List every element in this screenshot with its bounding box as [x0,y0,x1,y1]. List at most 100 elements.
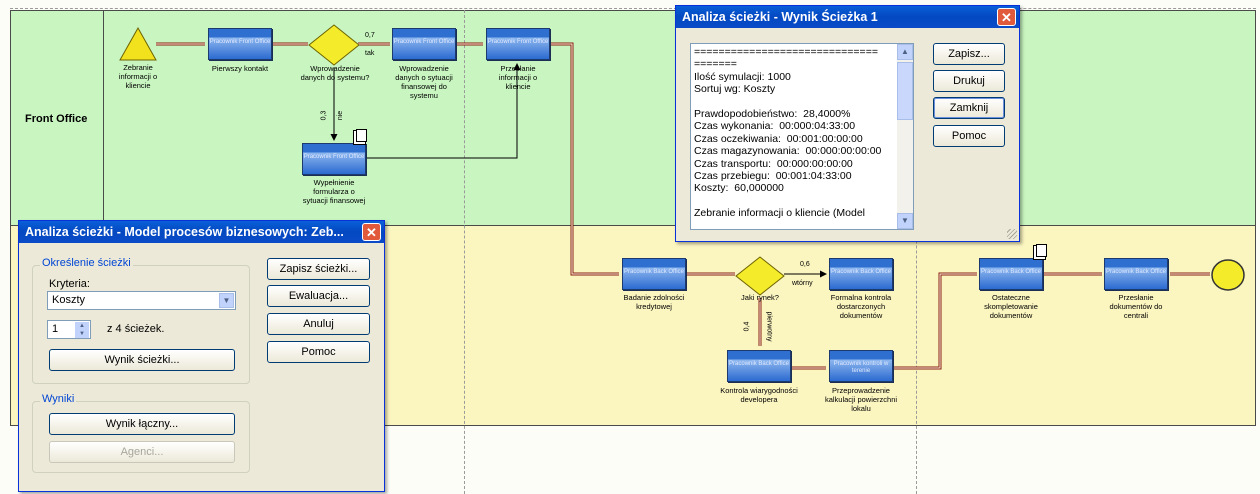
task-box[interactable]: Pracownik Back Office [829,258,893,290]
path-window-title: Analiza ścieżki - Model procesów bizneso… [25,225,344,239]
task-caption: Wprowadzenie danych o sytuacji finansowe… [395,64,453,100]
scroll-thumb[interactable] [897,62,913,120]
criteria-select[interactable]: Koszty ▼ [47,291,236,310]
path-result-button[interactable]: Wynik ścieżki... [49,349,235,371]
flow-prob-label: 0,6 [800,261,810,268]
path-result-window[interactable]: Analiza ścieżki - Wynik Ścieżka 1 ✕ ====… [675,5,1020,242]
result-line: Sortuj wg: Koszty [694,83,776,96]
gateway-diamond[interactable] [308,24,360,66]
result-window-title: Analiza ścieżki - Wynik Ścieżka 1 [682,10,878,24]
close-icon: ✕ [1001,10,1012,25]
scroll-down-button[interactable]: ▼ [897,213,913,229]
result-line: Czas oczekiwania: 00:001:00:00:00 [694,132,863,145]
gateway-diamond[interactable] [735,256,785,296]
spinner-value: 1 [52,323,59,335]
close-dialog-button[interactable]: Zamknij [933,97,1005,119]
criteria-label: Kryteria: [49,278,90,290]
flow-simple [366,63,521,159]
help-button[interactable]: Pomoc [933,125,1005,147]
path-analysis-window[interactable]: Analiza ścieżki - Model procesów bizneso… [18,220,385,492]
task-box[interactable]: Pracownik Front Office [302,143,366,175]
evaluation-button[interactable]: Ewaluacja... [267,285,370,307]
flow-double [893,272,977,370]
result-line: ======= [694,58,737,71]
task-box[interactable]: Pracownik Front Office [486,28,550,60]
result-text: =====================================Ilo… [694,46,894,220]
page-guide [10,8,1256,9]
result-line [694,195,894,207]
result-line: Prawdopodobieństwo: 28,4000% [694,108,851,121]
print-button[interactable]: Drukuj [933,70,1005,92]
task-box[interactable]: Pracownik kontroli w terenie [829,350,893,382]
scroll-up-button[interactable]: ▲ [897,44,913,60]
task-caption: Przesłanie informacji o kliencie [498,64,538,91]
result-line: Koszty: 60,000000 [694,182,784,195]
flow-condition-label: tak [365,50,375,57]
task-caption: Formalna kontrola dostarczonych dokument… [830,293,892,320]
save-paths-button[interactable]: Zapisz ścieżki... [267,258,370,280]
close-button[interactable]: ✕ [997,8,1016,26]
close-button[interactable]: ✕ [362,223,381,241]
gateway-caption: Jaki rynek? [741,293,779,302]
resize-grip[interactable] [1007,229,1017,239]
spinner-down-icon[interactable]: ▼ [75,330,89,338]
spinner-suffix-label: z 4 ścieżek. [107,323,165,335]
criteria-select-value: Koszty [52,294,86,306]
path-number-spinner[interactable]: 1 ▲ ▼ [47,320,91,339]
page-guide [464,10,465,494]
flow-condition-label: nie [337,110,345,121]
task-caption: Wypełnienie formularza o sytuacji finans… [302,178,366,205]
flow-prob-label: 0,4 [743,321,751,332]
task-box[interactable]: Pracownik Back Office [622,258,686,290]
task-caption: Badanie zdolności kredytowej [623,293,685,311]
vertical-scrollbar[interactable]: ▲ ▼ [897,44,913,229]
start-event-triangle[interactable] [119,27,157,61]
task-box[interactable]: Pracownik Back Office [1104,258,1168,290]
lane-label-front-office: Front Office [25,113,88,125]
result-window-titlebar[interactable]: Analiza ścieżki - Wynik Ścieżka 1 ✕ [676,6,1019,28]
task-box[interactable]: Pracownik Back Office [979,258,1043,290]
task-box[interactable]: Pracownik Front Office [208,28,272,60]
task-box[interactable]: Pracownik Back Office [727,350,791,382]
gateway-caption: Wprowadzenie danych do systemu? [300,64,370,82]
lane-header-divider [103,10,104,426]
task-caption: Pierwszy kontakt [211,64,269,73]
agents-button[interactable]: Agenci... [49,441,235,463]
task-caption: Przeprowadzenie kalkulacji powierzchni l… [824,386,898,413]
save-button[interactable]: Zapisz... [933,43,1005,65]
path-definition-group-label: Określenie ścieżki [40,257,133,269]
task-caption: Ostateczne skompletowanie dokumentów [984,293,1038,320]
path-window-titlebar[interactable]: Analiza ścieżki - Model procesów bizneso… [19,221,384,243]
results-group [32,401,250,473]
path-definition-group [32,265,250,384]
task-box[interactable]: Pracownik Front Office [392,28,456,60]
result-line: Czas przebiegu: 00:001:04:33:00 [694,170,852,183]
help-button[interactable]: Pomoc [267,341,370,363]
result-textarea[interactable]: =====================================Ilo… [690,43,914,230]
result-line: Zebranie informacji o kliencie (Model [694,207,865,220]
chevron-down-icon[interactable]: ▼ [219,293,234,308]
result-line: Czas wykonania: 00:000:04:33:00 [694,120,856,133]
end-event-circle[interactable] [1210,258,1246,292]
task-caption: Kontrola wiarygodności developera [720,386,798,404]
results-group-label: Wyniki [40,393,77,405]
result-line: Czas transportu: 00:000:00:00:00 [694,157,853,170]
document-icon [356,129,367,142]
total-result-button[interactable]: Wynik łączny... [49,413,235,435]
flow-prob-label: 0,7 [365,32,375,39]
spinner-up-icon[interactable]: ▲ [75,322,89,330]
result-line: Czas magazynowania: 00:000:00:00:00 [694,145,882,158]
flow-condition-label: wtórny [792,280,813,287]
flow-prob-label: 0,3 [320,110,328,121]
result-line: ============================== [694,46,878,58]
close-icon: ✕ [366,225,377,240]
flow-condition-label: pierwotny [765,311,773,342]
result-line: Ilość symulacji: 1000 [694,70,791,83]
task-caption: Przesłanie dokumentów do centrali [1109,293,1163,320]
document-icon [1036,244,1047,257]
result-line [694,96,894,108]
flow-double [550,42,619,276]
start-event-caption: Zebranie informacji o kliencie [118,63,158,90]
cancel-button[interactable]: Anuluj [267,313,370,335]
